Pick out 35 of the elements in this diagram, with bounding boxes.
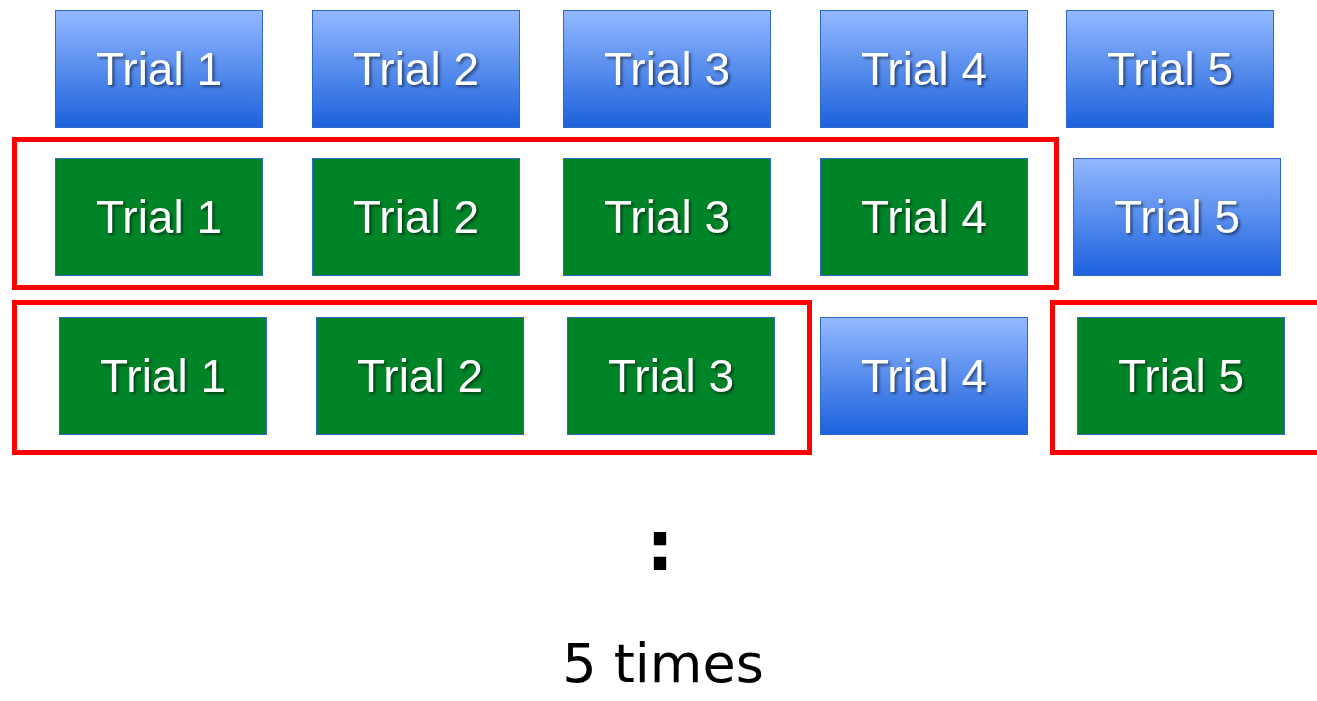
- trial-label: Trial 4: [860, 349, 988, 403]
- trial-box: [567, 317, 775, 435]
- trial-label: Trial 1: [99, 349, 227, 403]
- trial-label: Trial 5: [1106, 42, 1234, 96]
- trial-label: Trial 4: [860, 190, 988, 244]
- trial-box: [312, 158, 520, 276]
- continuation-dots: :: [645, 505, 675, 587]
- trial-label: Trial 4: [860, 42, 988, 96]
- trial-box: [55, 158, 263, 276]
- trial-label: Trial 2: [352, 190, 480, 244]
- trial-label: Trial 5: [1113, 190, 1241, 244]
- trial-label: Trial 3: [603, 190, 731, 244]
- trial-label: Trial 2: [352, 42, 480, 96]
- trial-box: [1077, 317, 1285, 435]
- selection-frame: [12, 137, 1059, 290]
- trial-box: [316, 317, 524, 435]
- trial-box: [1073, 158, 1281, 276]
- trial-box: [59, 317, 267, 435]
- repeat-note: 5 times: [561, 632, 765, 695]
- selection-frame: [1050, 300, 1317, 455]
- trial-box: [820, 158, 1028, 276]
- trial-box: [1066, 10, 1274, 128]
- selection-frame: [12, 300, 812, 455]
- trial-box: [55, 10, 263, 128]
- trial-label: Trial 1: [95, 190, 223, 244]
- trial-label: Trial 3: [603, 42, 731, 96]
- trial-label: Trial 2: [356, 349, 484, 403]
- trial-box: [563, 158, 771, 276]
- trial-label: Trial 5: [1117, 349, 1245, 403]
- trial-box: [563, 10, 771, 128]
- trial-label: Trial 1: [95, 42, 223, 96]
- trial-label: Trial 3: [607, 349, 735, 403]
- trial-box: [312, 10, 520, 128]
- trial-box: [820, 10, 1028, 128]
- trial-box: [820, 317, 1028, 435]
